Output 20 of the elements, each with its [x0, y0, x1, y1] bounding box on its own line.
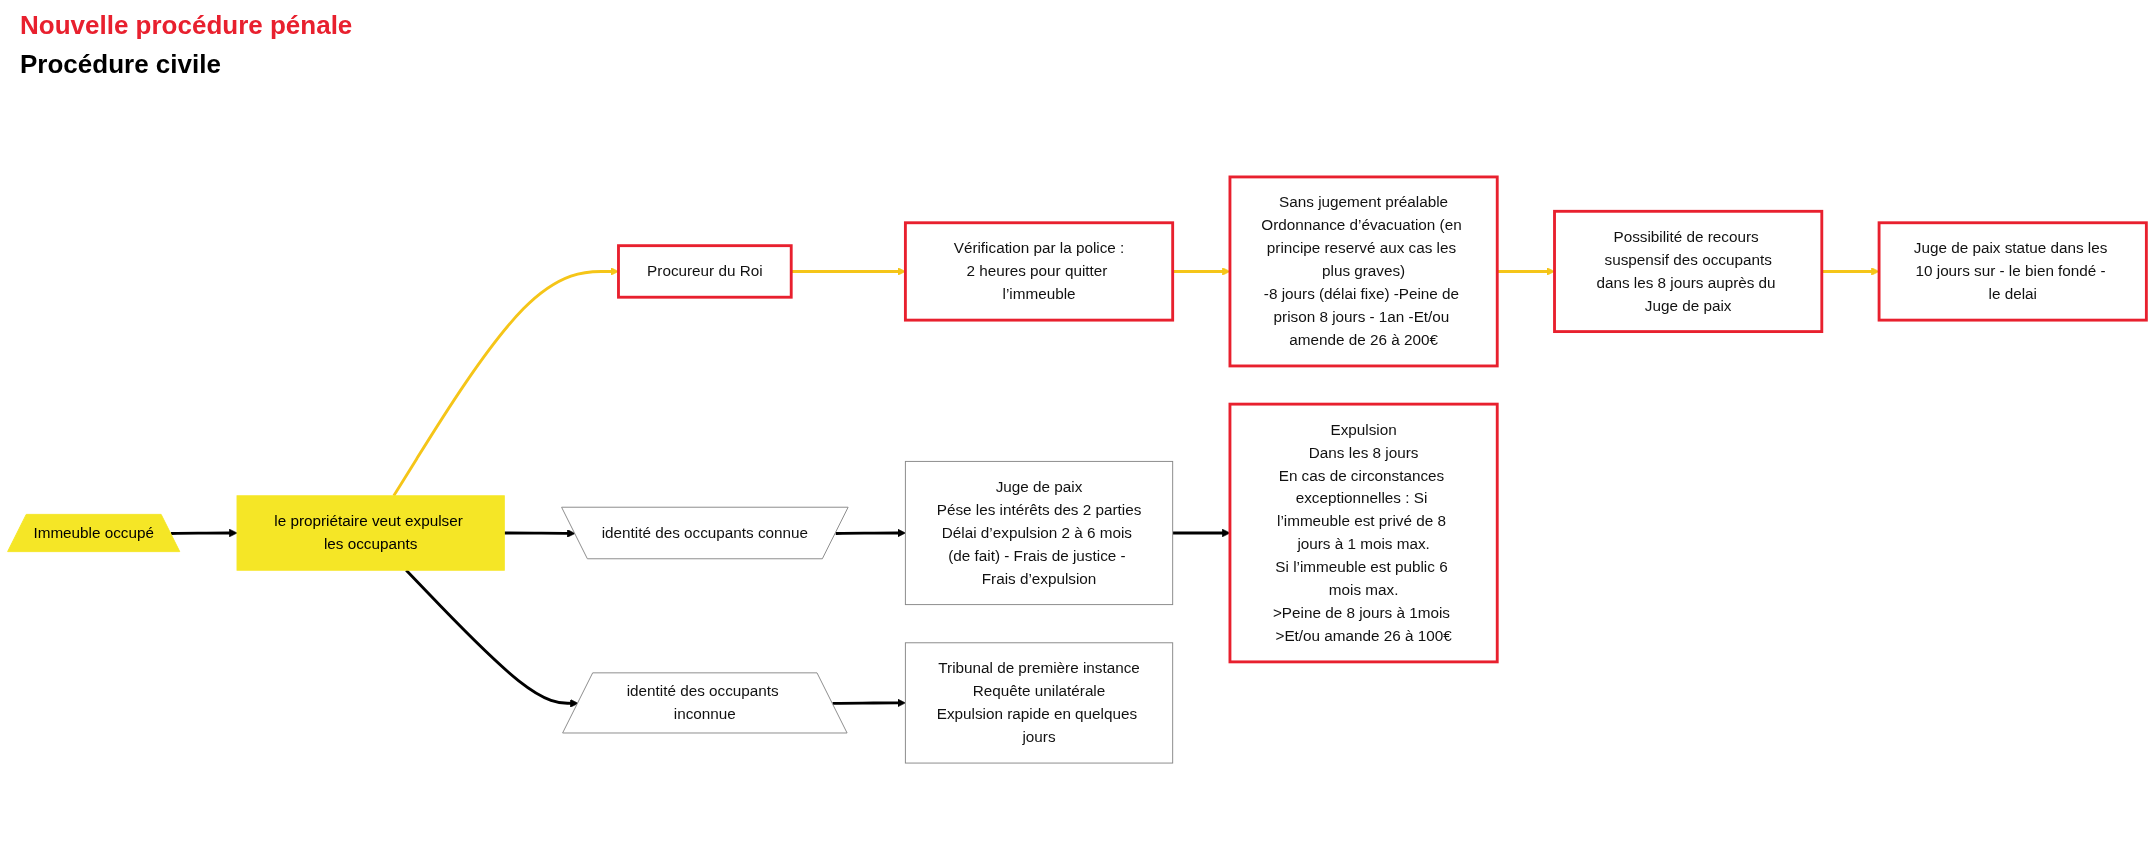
section-heading: Nouvelle procédure pénale [20, 10, 353, 41]
node-box: le propriétaire veut expulser les occupants [236, 495, 505, 571]
node-box: Procureur du Roi [617, 244, 793, 299]
arrow [170, 528, 238, 538]
arrow [832, 698, 906, 708]
section-heading: Procédure civile [20, 49, 222, 80]
node-box: Tribunal de première instance Requête unilatérale Expulsion rapide en quelques jours [904, 642, 1174, 764]
arrow [392, 267, 619, 497]
node-box: Possibilité de recours suspensif des occupants dans les 8 jours auprès du Juge de paix [1553, 209, 1824, 333]
arrow [1821, 267, 1880, 276]
node-box: Vérification par la police : 2 heures pour quitter l’immeuble [903, 221, 1175, 322]
arrow [405, 569, 579, 708]
node-box: Sans jugement préalable Ordonnance d’évacuation (en principe reservé aux cas les plus graves) -8 jours (délai fixe) -Peine de prison 8 jours - 1an -Et/ou amende de 26 à 200€ [1228, 175, 1499, 368]
arrow [1497, 267, 1555, 276]
node-box: Expulsion Dans les 8 jours En cas de circonstances exceptionnelles : Si l’immeuble est privé de 8 jours à 1 mois max. Si l’immeuble est public 6 mois max. >Peine de 8 jours à 1mois >Et/ou amande 26 à 100€ [1228, 402, 1499, 664]
arrow [835, 528, 906, 538]
node-box: Juge de paix statue dans les 10 jours sur - le bien fondé - le delai [1877, 221, 2148, 322]
arrow [504, 529, 576, 538]
arrow [791, 267, 906, 276]
node-box: Juge de paix Pése les intérêts des 2 parties Délai d’expulsion 2 à 6 mois (de fait) - Frais de justice - Frais d’expulsion [904, 460, 1174, 606]
